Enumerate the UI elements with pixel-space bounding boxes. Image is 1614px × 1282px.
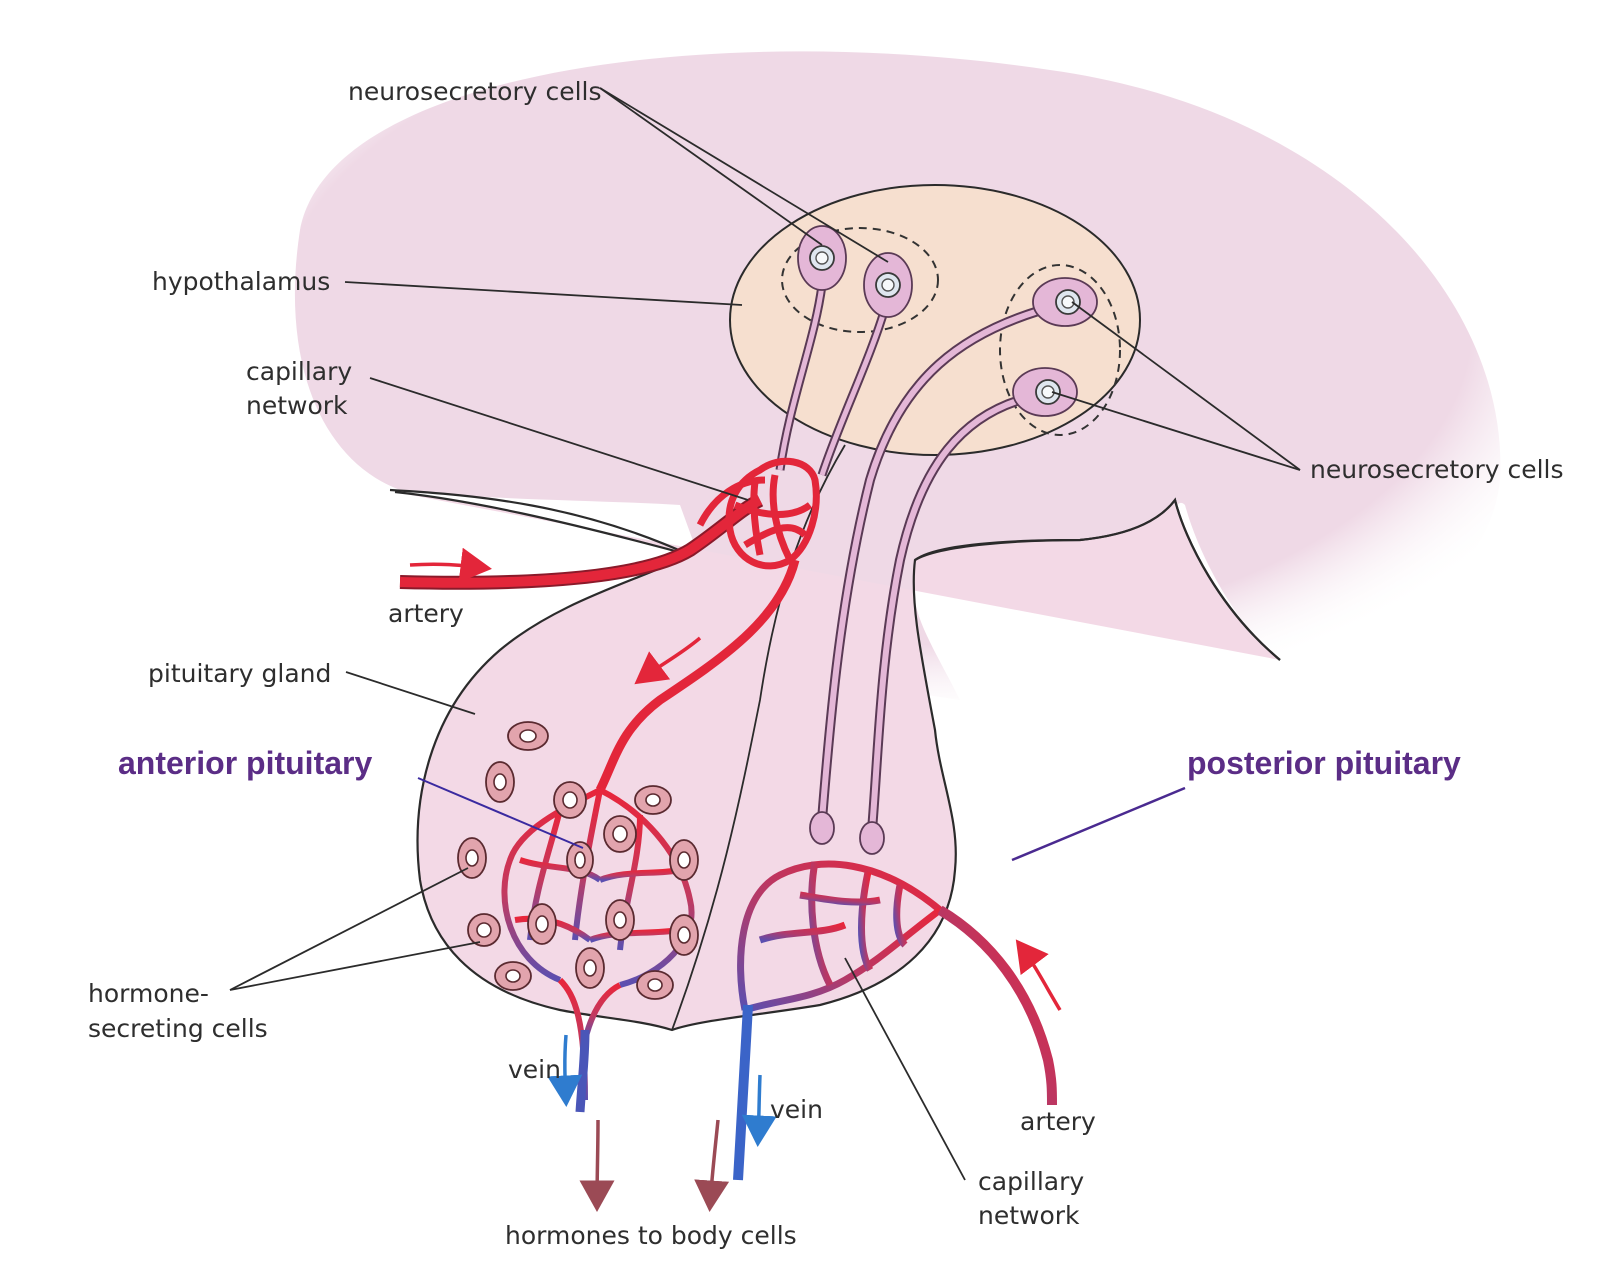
cell-group-right <box>999 264 1121 436</box>
label-neurosecretory-right: neurosecretory cells <box>1310 455 1564 484</box>
label-vein-left: vein <box>508 1055 561 1084</box>
hormone-secreting-cells <box>457 721 699 1000</box>
lobe-divider <box>671 444 846 1031</box>
cell-group-left <box>781 227 939 333</box>
neurosecretory-cell <box>797 225 847 291</box>
flow-arrow-artery-right <box>1015 939 1062 1011</box>
capillary-network-top <box>696 457 820 570</box>
portal-vessel <box>595 558 800 793</box>
label-neurosecretory-top: neurosecretory cells <box>348 77 602 106</box>
label-hypothalamus: hypothalamus <box>152 267 330 296</box>
axon-terminal-2 <box>859 821 885 855</box>
label-artery-left: artery <box>388 599 464 628</box>
label-artery-right: artery <box>1020 1107 1096 1136</box>
flow-arrow-artery-left <box>409 547 492 583</box>
hormone-arrow-1 <box>579 1119 615 1212</box>
neurosecretory-cell <box>1012 367 1078 417</box>
label-capillary-network-top: capillary <box>246 357 352 386</box>
artery-right <box>937 905 1057 1106</box>
flow-arrow-portal <box>634 636 702 685</box>
label-anterior-pituitary: anterior pituitary <box>118 745 372 781</box>
capillary-network-posterior <box>737 860 943 1014</box>
hormone-arrow-2 <box>694 1119 730 1212</box>
label-vein-right: vein <box>770 1095 823 1124</box>
label-hormones-to-body: hormones to body cells <box>505 1221 797 1250</box>
neurosecretory-cell <box>1032 277 1098 327</box>
label-capillary-network-bottom-2: network <box>978 1201 1080 1230</box>
neurosecretory-cell <box>863 252 913 318</box>
leader-lines <box>229 87 1301 1181</box>
label-posterior-pituitary: posterior pituitary <box>1187 745 1461 781</box>
label-hormone-secreting: hormone- <box>88 979 209 1008</box>
flow-arrow-vein-right <box>741 1074 777 1147</box>
flow-arrow-vein-left <box>547 1034 583 1107</box>
label-capillary-network-bottom: capillary <box>978 1167 1084 1196</box>
vein-left <box>575 1029 590 1113</box>
brain-outline <box>389 488 1281 661</box>
label-capillary-network-top-2: network <box>246 391 348 420</box>
axon-terminal-1 <box>809 811 835 845</box>
label-pituitary-gland: pituitary gland <box>148 659 331 688</box>
label-hormone-secreting-2: secreting cells <box>88 1014 268 1043</box>
vein-right <box>733 1004 753 1181</box>
